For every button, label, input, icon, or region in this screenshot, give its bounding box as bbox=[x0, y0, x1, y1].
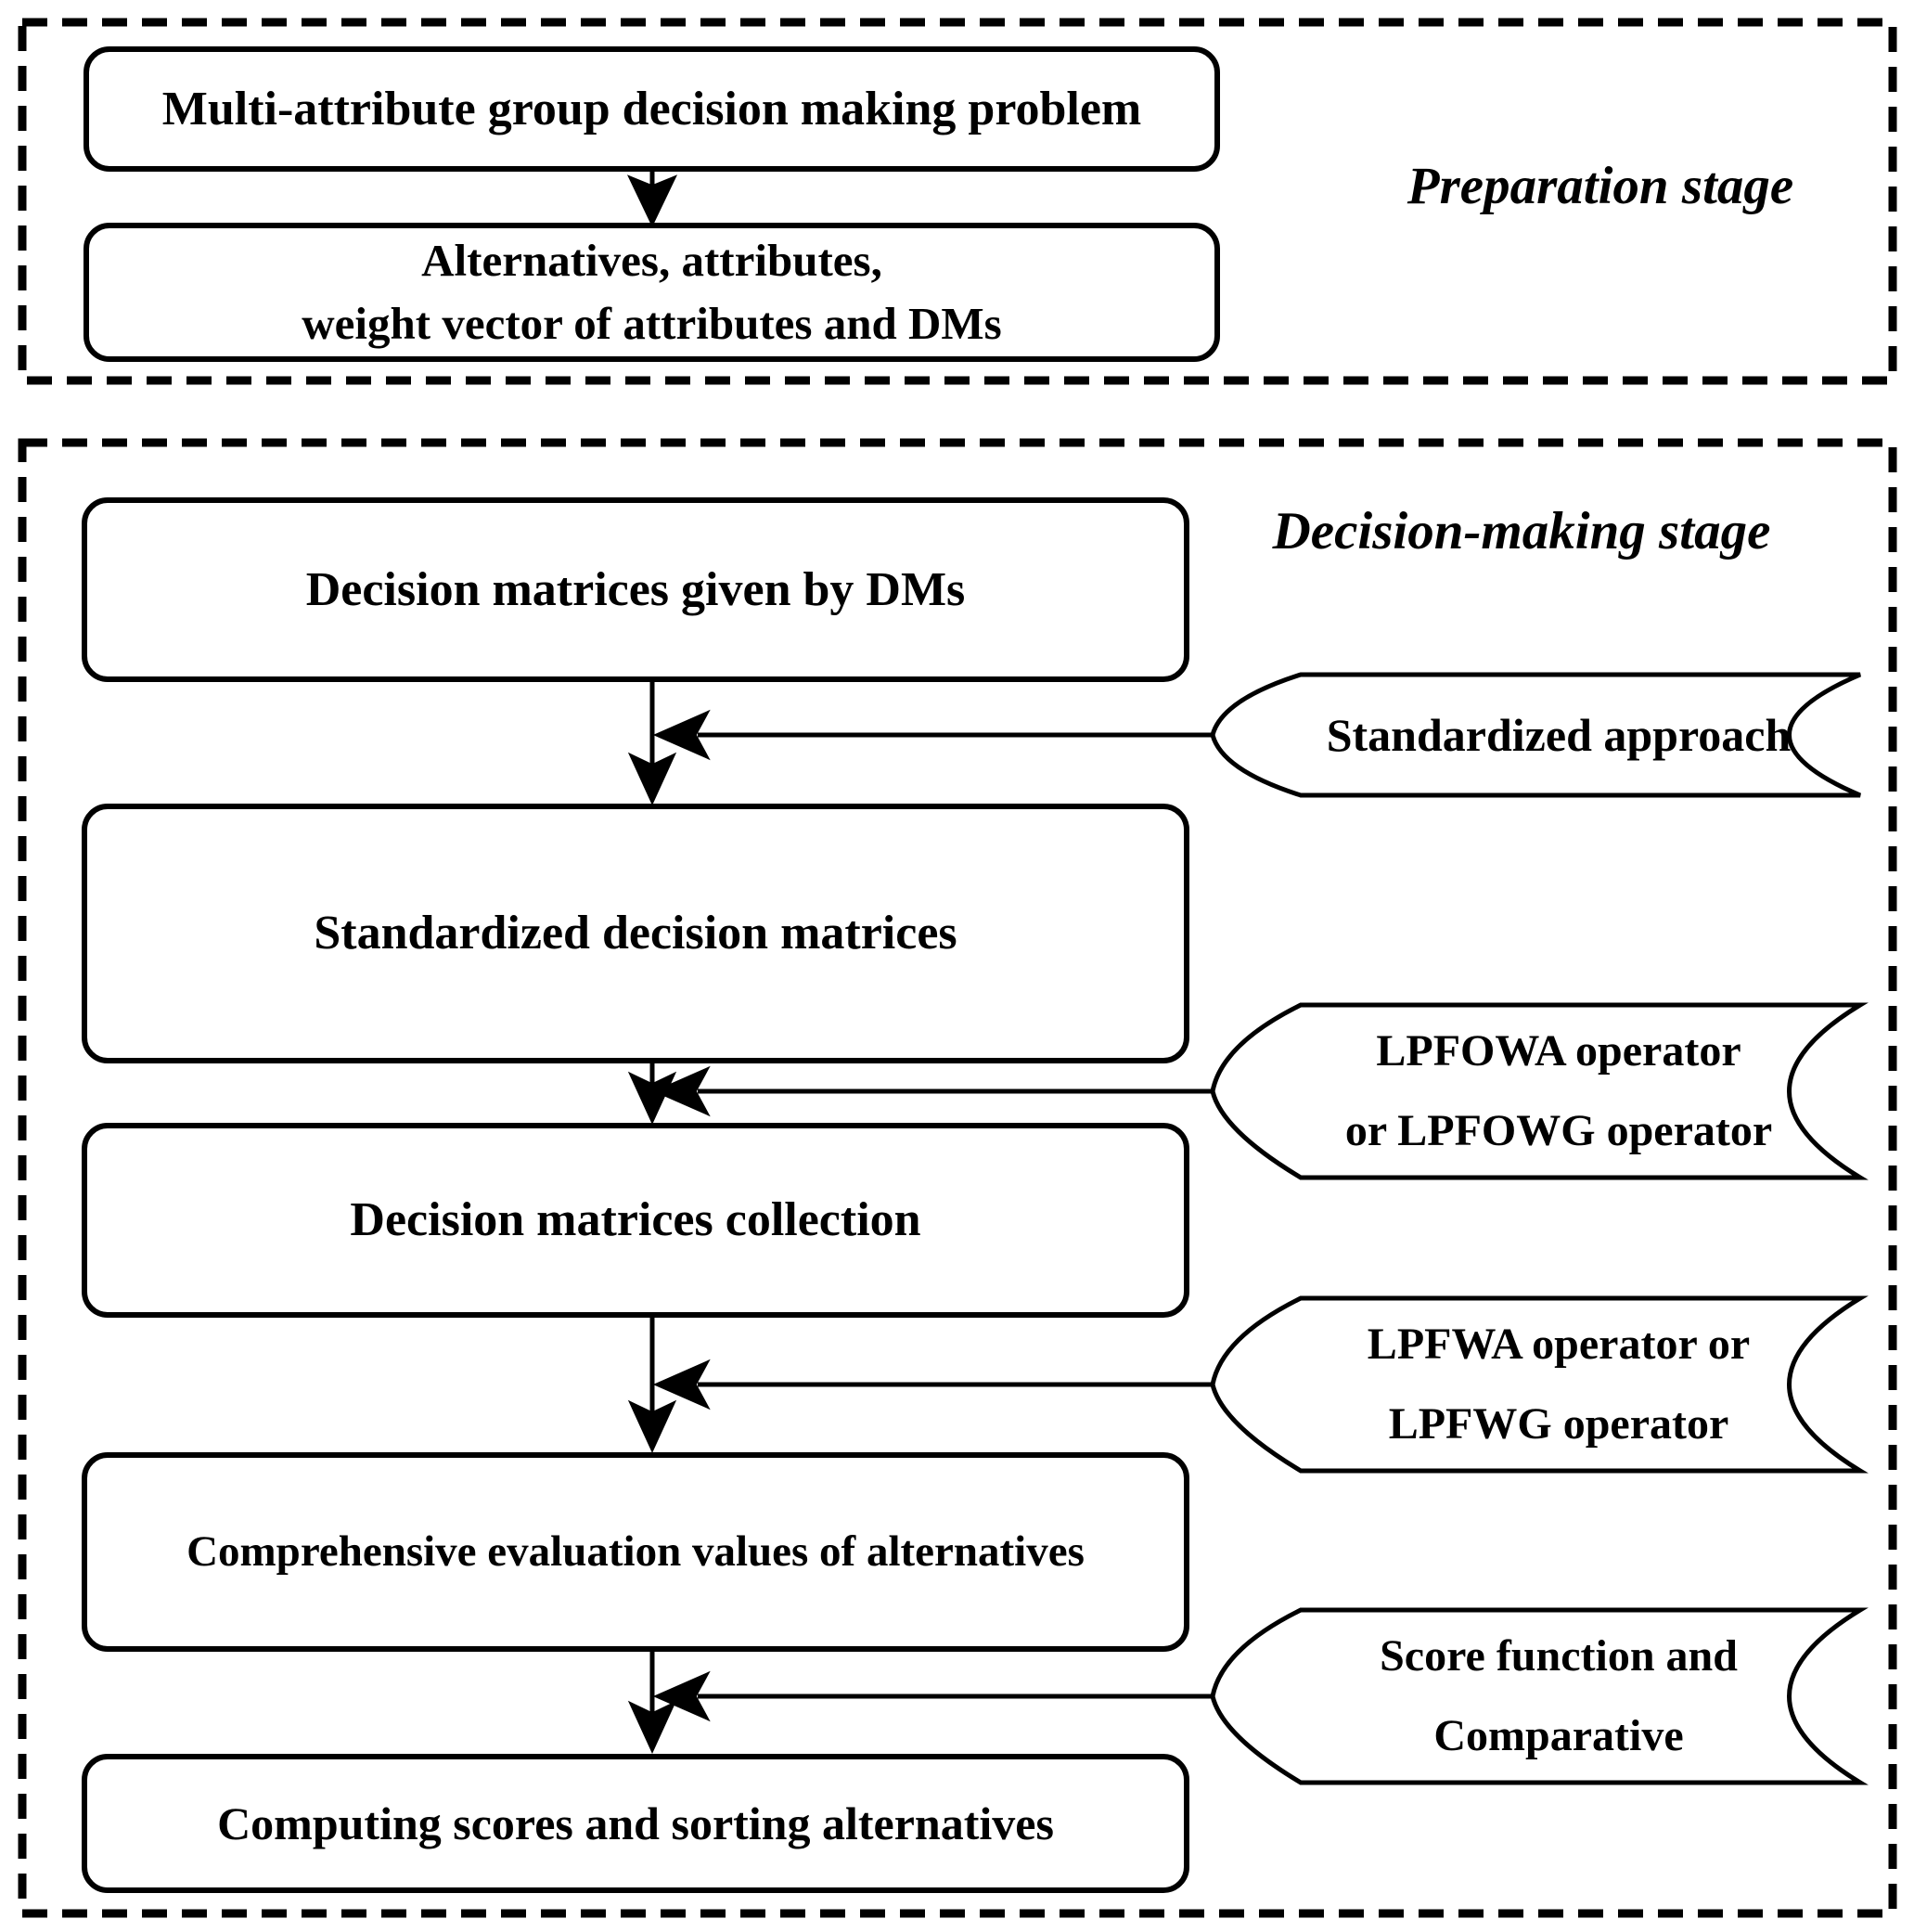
banner-standardize-line1: Standardized approach bbox=[1326, 708, 1792, 761]
box-matrices-collection: Decision matrices collection bbox=[82, 1123, 1189, 1318]
banner-score-line2: Comparative bbox=[1433, 1711, 1684, 1760]
banner-lpfowa-label: LPFOWA operator or LPFOWG operator bbox=[1299, 1005, 1818, 1178]
banner-score-label: Score function and Comparative bbox=[1299, 1610, 1818, 1783]
banner-lpfowa-line1: LPFOWA operator bbox=[1376, 1025, 1741, 1075]
banner-lpfowa-line2: or LPFOWG operator bbox=[1344, 1106, 1773, 1155]
decision-stage-label: Decision-making stage bbox=[1272, 501, 1771, 560]
left-arrow-score bbox=[652, 1670, 1213, 1722]
preparation-stage-label: Preparation stage bbox=[1407, 156, 1794, 215]
preparation-stage-outline bbox=[18, 18, 1897, 385]
box-matrices-collection-text: Decision matrices collection bbox=[350, 1193, 921, 1247]
box-inputs-text-line2: weight vector of attributes and DMs bbox=[302, 298, 1002, 349]
down-arrow-prep bbox=[626, 172, 678, 227]
decision-stage-outline bbox=[18, 438, 1897, 1918]
banner-shape-lpfwa bbox=[1210, 1295, 1869, 1474]
banner-standardize-label: Standardized approach bbox=[1299, 675, 1818, 795]
down-arrow-1 bbox=[627, 682, 677, 806]
banner-lpfwa-line1: LPFWA operator or bbox=[1367, 1319, 1751, 1369]
box-decision-matrices: Decision matrices given by DMs bbox=[82, 497, 1189, 682]
left-arrow-standardize bbox=[652, 709, 1213, 761]
banner-score-line1: Score function and bbox=[1380, 1630, 1738, 1681]
box-standardized-matrices: Standardized decision matrices bbox=[82, 804, 1189, 1063]
banner-shape-score bbox=[1210, 1607, 1869, 1785]
box-computing-scores: Computing scores and sorting alternative… bbox=[82, 1754, 1189, 1893]
banner-shape-standardize bbox=[1210, 672, 1861, 798]
banner-shape-lpfowa bbox=[1210, 1002, 1869, 1180]
box-computing-scores-text: Computing scores and sorting alternative… bbox=[217, 1797, 1054, 1849]
box-decision-matrices-text: Decision matrices given by DMs bbox=[305, 562, 966, 616]
box-inputs: Alternatives, attributes, weight vector … bbox=[83, 223, 1220, 362]
box-standardized-matrices-text: Standardized decision matrices bbox=[314, 907, 957, 960]
box-evaluation-values-text: Comprehensive evaluation values of alter… bbox=[186, 1526, 1085, 1576]
down-arrow-3 bbox=[627, 1318, 677, 1454]
box-problem-text: Multi-attribute group decision making pr… bbox=[161, 82, 1142, 135]
box-problem: Multi-attribute group decision making pr… bbox=[83, 46, 1220, 172]
box-inputs-text-line1: Alternatives, attributes, bbox=[421, 235, 882, 287]
left-arrow-lpfwa bbox=[652, 1359, 1213, 1410]
box-evaluation-values: Comprehensive evaluation values of alter… bbox=[82, 1452, 1189, 1652]
banner-lpfwa-line2: LPFWG operator bbox=[1388, 1399, 1729, 1449]
down-arrow-4 bbox=[627, 1652, 677, 1755]
banner-lpfwa-label: LPFWA operator or LPFWG operator bbox=[1299, 1298, 1818, 1471]
left-arrow-lpfowa bbox=[652, 1065, 1213, 1117]
